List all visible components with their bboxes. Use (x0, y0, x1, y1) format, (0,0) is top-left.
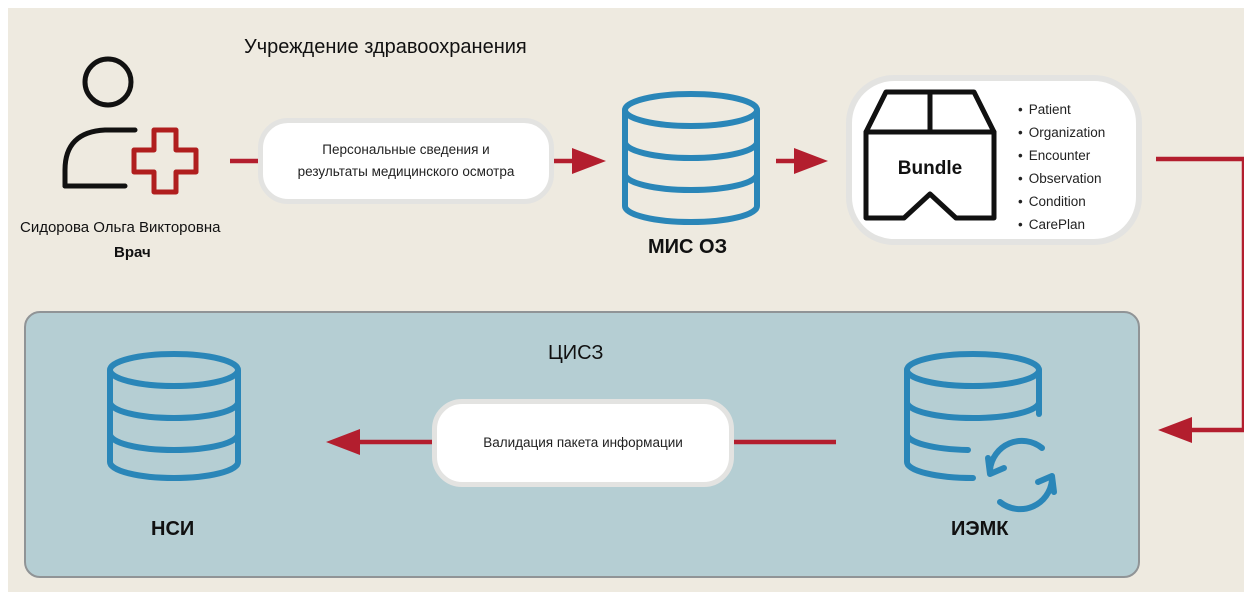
arrowhead-left (1158, 417, 1192, 443)
cisz-title: ЦИСЗ (548, 342, 604, 364)
medical-cross-icon (131, 127, 199, 195)
personal-data-label: Персональные сведения и результаты медиц… (297, 142, 515, 179)
bundle-item: Observation (1018, 167, 1105, 190)
bundle-item: Patient (1018, 98, 1105, 121)
nsi-label: НСИ (151, 518, 195, 540)
database-icon (107, 351, 241, 481)
organization-title: Учреждение здравоохранения (244, 36, 527, 58)
bundle-label: Bundle (897, 158, 963, 179)
arrowhead-right (794, 148, 828, 174)
person-icon (62, 56, 138, 189)
arrowhead-left (326, 429, 360, 455)
doctor-name: Сидорова Ольга Викторовна (20, 219, 221, 236)
bundle-resource-list: Patient Organization Encounter Observati… (1018, 98, 1106, 236)
bundle-item: Condition (1018, 190, 1105, 213)
bundle-item: Organization (1018, 121, 1106, 144)
iemk-label: ИЭМК (951, 518, 1009, 540)
mis-label: МИС ОЗ (648, 236, 728, 258)
database-icon (903, 351, 1042, 481)
package-icon (863, 89, 997, 221)
sync-icon (985, 437, 1057, 513)
personal-data-step: Персональные сведения и результаты медиц… (258, 118, 554, 204)
database-icon (622, 91, 760, 225)
bundle-item: Encounter (1018, 144, 1105, 167)
arrowhead-right (572, 148, 606, 174)
bundle-item: CarePlan (1018, 213, 1105, 236)
validation-label: Валидация пакета информации (483, 435, 683, 450)
doctor-role: Врач (114, 244, 151, 261)
validation-step: Валидация пакета информации (432, 399, 734, 487)
